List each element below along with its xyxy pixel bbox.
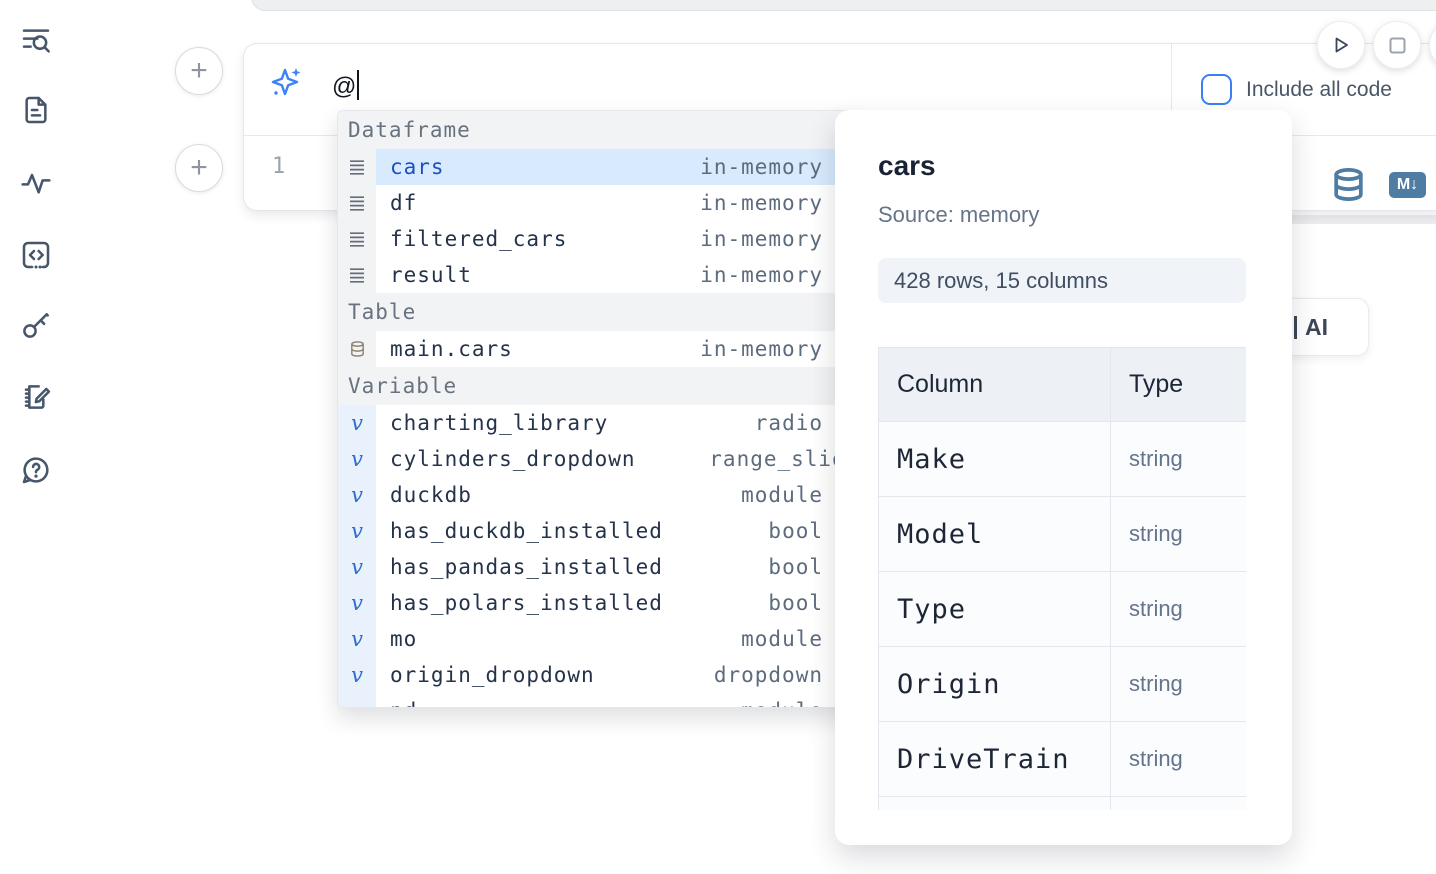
autocomplete-item-has-duckdb-installed[interactable]: v has_duckdb_installed bool <box>338 513 861 549</box>
add-cell-button-bottom[interactable]: + <box>175 144 223 192</box>
ai-button-label: AI <box>1305 313 1328 340</box>
autocomplete-item-origin-dropdown[interactable]: v origin_dropdown dropdown <box>338 657 861 693</box>
text-caret <box>357 70 360 100</box>
autocomplete-item-pd[interactable]: v pd module <box>338 693 861 707</box>
variable-icon: v <box>351 483 363 507</box>
variable-icon: v <box>351 663 363 687</box>
dataframe-rows-icon <box>338 194 376 212</box>
variable-icon: v <box>351 627 363 651</box>
table-header-row: Column Type <box>878 347 1246 422</box>
include-all-code-checkbox[interactable] <box>1201 74 1232 105</box>
stop-button[interactable] <box>1373 21 1421 69</box>
activity-graph-icon[interactable] <box>20 167 52 199</box>
variable-icon: v <box>351 591 363 615</box>
shape-badge: 428 rows, 15 columns <box>878 258 1246 303</box>
type-header: Type <box>1110 347 1246 422</box>
autocomplete-item-cylinders-dropdown[interactable]: v cylinders_dropdown range_slider <box>338 441 861 477</box>
ai-sparkle-icon <box>270 66 304 100</box>
table-row: Type string <box>878 571 1246 647</box>
table-row: Model string <box>878 496 1246 572</box>
ai-prompt-input[interactable]: @ <box>332 70 360 101</box>
preview-title: cars <box>878 150 936 181</box>
section-header-table: Table <box>338 293 861 331</box>
ai-input-value: @ <box>332 73 357 100</box>
variable-icon: v <box>351 555 363 579</box>
file-document-icon[interactable] <box>20 94 52 126</box>
autocomplete-item-has-polars-installed[interactable]: v has_polars_installed bool <box>338 585 861 621</box>
line-number: 1 <box>272 154 286 179</box>
table-row: Origin string <box>878 646 1246 722</box>
help-chat-icon[interactable] <box>20 454 52 486</box>
variable-icon: v <box>351 519 363 543</box>
ai-prompt-row[interactable]: @ Include all code <box>244 44 1436 136</box>
dataframe-rows-icon <box>338 266 376 284</box>
autocomplete-dropdown: Dataframe cars in-memory df in-memory fi… <box>337 110 862 708</box>
run-cell-button[interactable] <box>1317 21 1365 69</box>
play-icon <box>1335 37 1348 53</box>
autocomplete-item-result[interactable]: result in-memory <box>338 257 861 293</box>
autocomplete-item-cars[interactable]: cars in-memory <box>338 149 861 185</box>
variable-icon: v <box>351 411 363 435</box>
schema-table: Column Type Make string Model string Typ… <box>878 347 1246 810</box>
table-row-partial <box>878 796 1246 810</box>
stop-icon <box>1389 37 1405 53</box>
autocomplete-item-charting-library[interactable]: v charting_library radio <box>338 405 861 441</box>
divider <box>1171 44 1172 135</box>
add-cell-button-top[interactable]: + <box>175 47 223 95</box>
column-header: Column <box>878 347 1111 422</box>
autocomplete-item-main-cars[interactable]: main.cars in-memory <box>338 331 861 367</box>
notebook-scratchpad-icon[interactable] <box>20 381 52 413</box>
search-list-icon[interactable] <box>20 24 52 56</box>
table-row: Make string <box>878 421 1246 497</box>
schema-table-wrapper: Column Type Make string Model string Typ… <box>878 347 1246 810</box>
table-database-icon <box>338 340 376 358</box>
autocomplete-item-mo[interactable]: v mo module <box>338 621 861 657</box>
table-row: DriveTrain string <box>878 721 1246 797</box>
autocomplete-item-has-pandas-installed[interactable]: v has_pandas_installed bool <box>338 549 861 585</box>
autocomplete-item-filtered-cars[interactable]: filtered_cars in-memory <box>338 221 861 257</box>
section-header-variable: Variable <box>338 367 861 405</box>
variable-icon: v <box>351 447 363 471</box>
autocomplete-item-duckdb[interactable]: v duckdb module <box>338 477 861 513</box>
convert-to-markdown-button[interactable]: M↓ <box>1389 171 1426 198</box>
dataframe-preview-panel: cars Source: memory 428 rows, 15 columns… <box>835 110 1292 845</box>
code-snippets-icon[interactable] <box>20 239 52 271</box>
preview-source: Source: memory <box>878 202 1040 227</box>
dataframe-rows-icon <box>338 230 376 248</box>
section-header-dataframe: Dataframe <box>338 111 861 149</box>
clipped-letter-fragment <box>1294 315 1297 339</box>
convert-to-sql-button[interactable] <box>1330 166 1367 203</box>
key-secrets-icon[interactable] <box>20 309 52 341</box>
dataframe-rows-icon <box>338 158 376 176</box>
previous-cell-fragment <box>251 0 1436 11</box>
variable-icon: v <box>338 699 376 707</box>
autocomplete-item-df[interactable]: df in-memory <box>338 185 861 221</box>
include-all-code-label: Include all code <box>1246 77 1392 101</box>
